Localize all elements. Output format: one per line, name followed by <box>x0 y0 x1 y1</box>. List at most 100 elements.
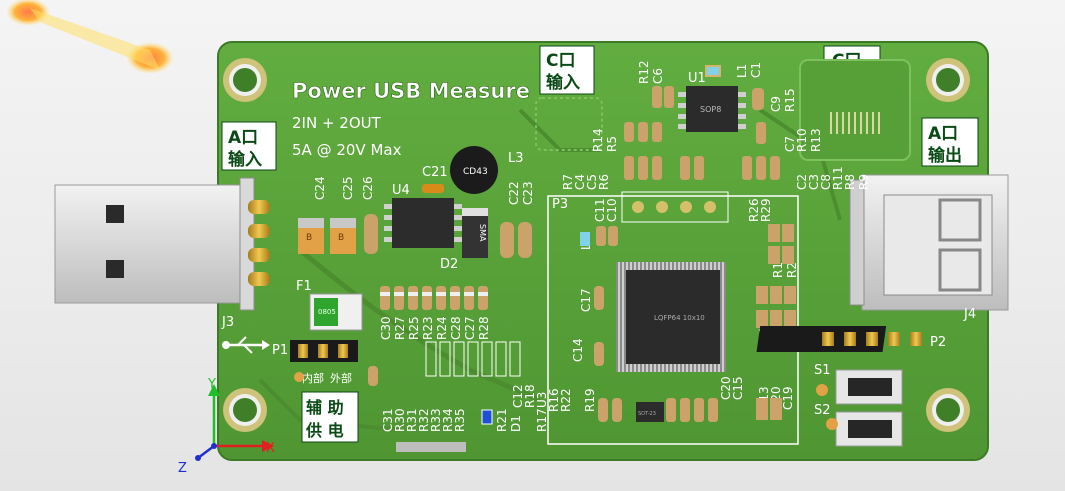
designator-r16: R16 <box>547 388 561 412</box>
designator-r7: R7 <box>561 174 575 190</box>
svg-text:B: B <box>306 233 312 243</box>
mounting-hole-bottom-right <box>926 388 970 432</box>
designator-r24: R24 <box>435 316 449 340</box>
label-a-input: A口 输入 <box>221 121 277 171</box>
header-p3-pads <box>621 191 729 223</box>
usb-a-output-connector <box>849 174 1009 311</box>
switch-s1 <box>835 369 903 405</box>
designator-r23: R23 <box>421 316 435 340</box>
p3-outline <box>547 195 799 445</box>
designator-c25: C25 <box>341 176 355 200</box>
designator-r18: R18 <box>523 384 537 408</box>
designator-r27: R27 <box>393 316 407 340</box>
light-streak <box>6 0 174 74</box>
usb-a-input-connector <box>54 177 270 311</box>
designator-s2: S2 <box>814 403 831 418</box>
capacitor-c-small-left <box>368 366 378 386</box>
designator-p3: P3 <box>552 197 568 212</box>
chip-sot23-label: SOT-23 <box>638 411 656 417</box>
label-aux-power-line1: 辅 助 <box>306 398 344 417</box>
designator-j3: J3 <box>221 315 234 330</box>
label-c-input: C口 输入 <box>539 45 595 95</box>
designator-d2: D2 <box>440 257 458 272</box>
designator-l1: L1 <box>735 64 749 78</box>
designator-c30: C30 <box>379 316 393 340</box>
designator-r17: R17 <box>535 408 549 432</box>
inductor-l3-body-label: CD43 <box>463 167 488 177</box>
designator-r1: R1 <box>771 262 785 278</box>
designators-cap-column-left: C24 C25 C26 C22 C23 <box>313 176 535 205</box>
designator-r11: R11 <box>831 166 845 190</box>
label-a-output-line2: 输出 <box>928 145 962 166</box>
label-a-output: A口 输出 <box>921 117 979 167</box>
designator-p2: P2 <box>930 335 946 350</box>
inductor-l1 <box>705 65 721 77</box>
designator-r14: R14 <box>591 128 605 152</box>
designator-u3: U3 <box>535 392 549 408</box>
bottom-left-connector-plate <box>396 442 466 452</box>
designator-r34: R34 <box>441 408 455 432</box>
small-pad-right-2 <box>826 418 838 430</box>
diode-d2-body-label: SMA <box>478 224 487 242</box>
mounting-hole-bottom-left <box>223 388 267 432</box>
designator-r9: R9 <box>857 174 871 190</box>
designator-c15: C15 <box>731 376 745 400</box>
designator-r29: R29 <box>759 198 773 222</box>
designator-c10: C10 <box>605 198 619 222</box>
diode-d2: SMA <box>462 208 488 258</box>
fuse-f1: 0805 <box>309 293 363 331</box>
usb-c-input-footprint <box>535 97 603 151</box>
designator-r35: R35 <box>453 408 467 432</box>
designator-r22: R22 <box>559 388 573 412</box>
designator-c31: C31 <box>381 408 395 432</box>
label-aux-power-line2: 供 电 <box>305 421 344 440</box>
label-a-input-line2: 输入 <box>228 149 262 170</box>
chip-u4 <box>384 198 462 248</box>
pin-header-p2 <box>756 326 922 352</box>
designator-c4: C4 <box>573 174 587 190</box>
designator-c20: C20 <box>719 376 733 400</box>
designators-left-bank: C30 R27 R25 R23 R24 C28 C27 R28 C31 R30 … <box>379 316 549 432</box>
designator-r26: R26 <box>747 198 761 222</box>
designator-u1: U1 <box>688 71 706 86</box>
passives-mcu <box>580 224 796 422</box>
designator-u4: U4 <box>392 183 410 198</box>
designator-c6: C6 <box>651 68 665 84</box>
capacitor-c26 <box>364 214 378 254</box>
board-subtitle-io: 2IN + 2OUT <box>292 114 382 132</box>
designator-j4: J4 <box>963 307 976 322</box>
usb-c-output-footprint <box>799 59 911 161</box>
designator-r19: R19 <box>583 388 597 412</box>
designator-c9: C9 <box>769 96 783 112</box>
label-c-input-line1: C口 <box>546 51 575 71</box>
designator-r8: R8 <box>843 174 857 190</box>
designator-c1: C1 <box>749 62 763 78</box>
chip-sot23: SOT-23 <box>636 402 664 422</box>
led-d1 <box>481 409 493 425</box>
usb-icon <box>222 336 270 354</box>
designator-l3: L3 <box>508 151 524 166</box>
fuse-f1-body-label: 0805 <box>318 308 336 316</box>
designator-c21: C21 <box>422 165 448 180</box>
passive-bank-left <box>380 286 521 377</box>
switch-s2 <box>835 411 903 447</box>
designator-r25: R25 <box>407 316 421 340</box>
designator-p1: P1 <box>272 343 288 358</box>
usb-a-input-pins <box>248 200 270 286</box>
designator-r6: R6 <box>597 174 611 190</box>
designator-r33: R33 <box>429 408 443 432</box>
designator-c19: C19 <box>781 386 795 410</box>
designator-d1: D1 <box>509 415 523 432</box>
via-left-bottom <box>294 372 304 382</box>
designator-r10: R10 <box>795 128 809 152</box>
label-aux-power: 辅 助 供 电 <box>301 391 359 443</box>
designator-r15: R15 <box>783 88 797 112</box>
small-pad-right-1 <box>816 384 828 396</box>
designator-r2: R2 <box>785 262 799 278</box>
designator-r12: R12 <box>637 60 651 84</box>
capacitor-c24: B <box>298 218 324 254</box>
designator-c11: C11 <box>593 198 607 222</box>
svg-text:B: B <box>338 233 344 243</box>
label-a-input-line1: A口 <box>228 128 258 148</box>
